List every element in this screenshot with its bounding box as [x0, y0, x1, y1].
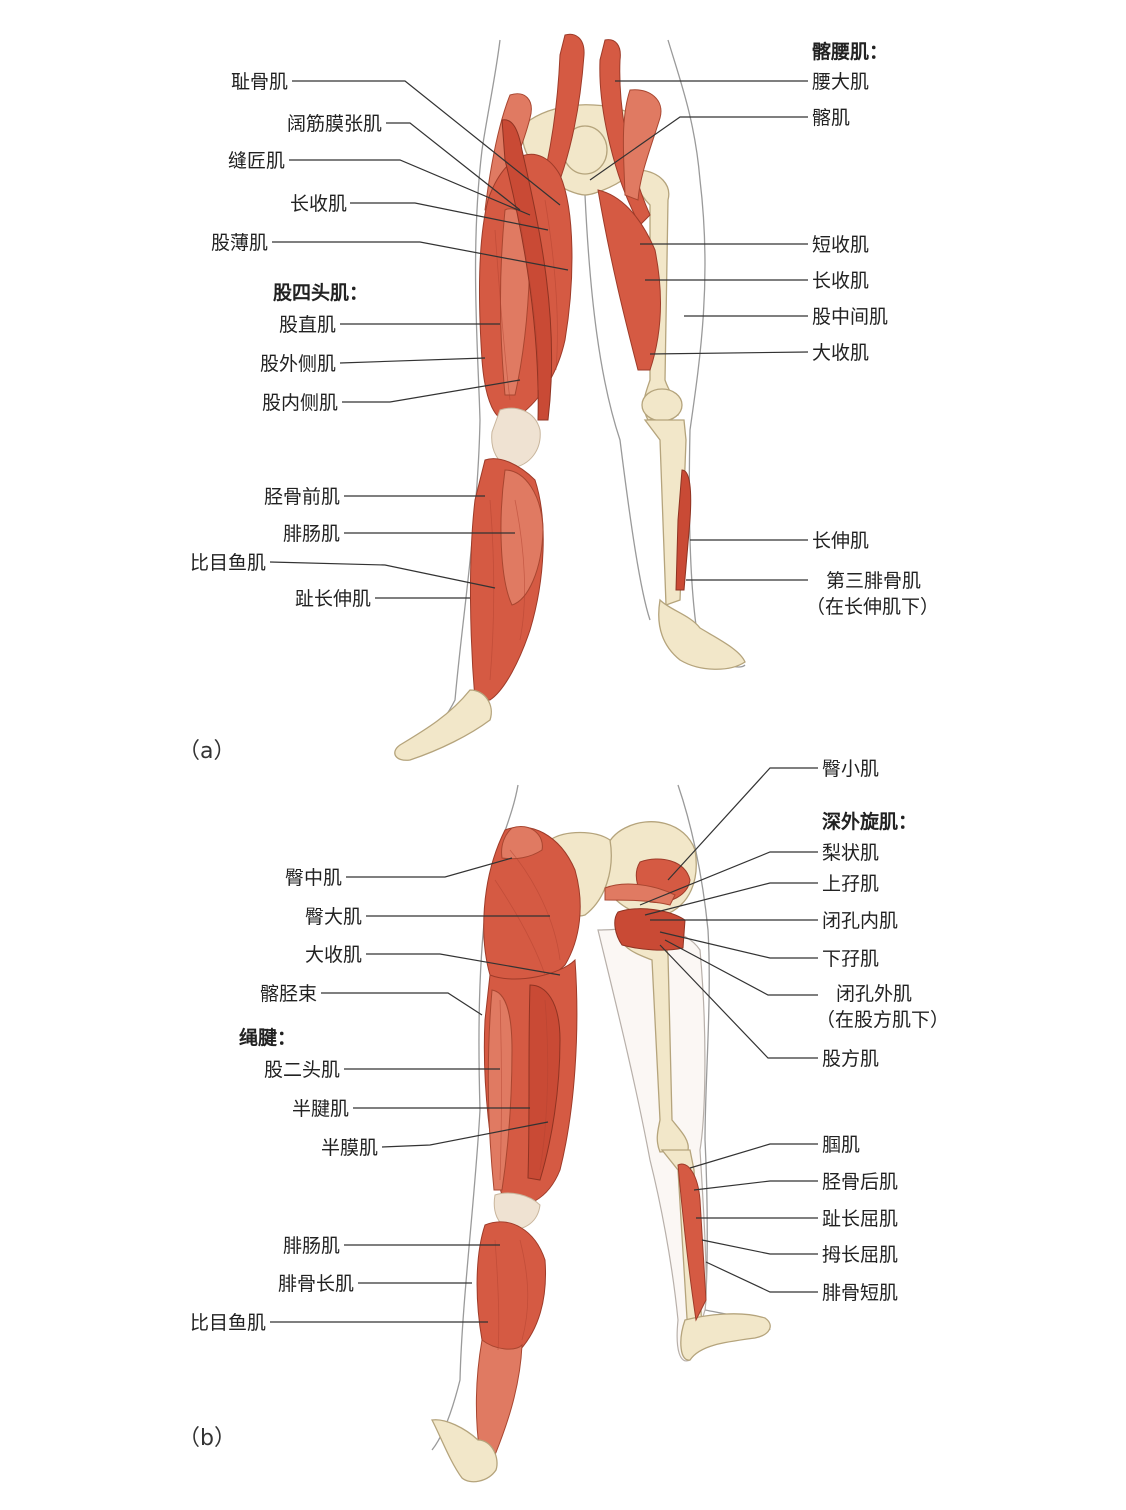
- fiber-line: [544, 199, 558, 371]
- front-left-labels: 耻骨肌 阔筋膜张肌 缝匠肌 长收肌 股薄肌 股四头肌： 股直肌 股外侧肌 股内侧…: [190, 71, 382, 610]
- label-gastrocnemius-back: 腓肠肌: [283, 1235, 340, 1257]
- label-adductor-magnus-front: 大收肌: [812, 342, 869, 364]
- label-obturator-externus: 闭孔外肌: [836, 983, 912, 1005]
- front-patella: [641, 388, 683, 422]
- label-it-band: 髂胫束: [260, 983, 317, 1005]
- label-gastrocnemius-front: 腓肠肌: [283, 523, 340, 545]
- label-vastus-intermedius: 股中间肌: [812, 306, 888, 328]
- label-glute-med: 臀中肌: [285, 867, 342, 889]
- label-soleus-back: 比目鱼肌: [190, 1312, 266, 1334]
- label-peroneus-brevis: 腓骨短肌: [822, 1282, 898, 1304]
- fiber-line: [514, 499, 525, 641]
- front-tibia: [643, 419, 687, 606]
- back-calf: [476, 1221, 547, 1360]
- label-soleus-front: 比目鱼肌: [190, 552, 266, 574]
- front-iliacus-right: [622, 89, 662, 201]
- label-gemellus-inferior: 下孖肌: [822, 948, 879, 970]
- fiber-line: [519, 1239, 529, 1341]
- fiber-line: [494, 1239, 500, 1351]
- front-foot-left: [394, 689, 492, 761]
- back-biceps-femoris: [487, 989, 513, 1191]
- label-piriformis: 梨状肌: [822, 842, 879, 864]
- back-glute-max: [483, 826, 581, 985]
- back-glute-med: [501, 826, 543, 860]
- label-gemellus-superior: 上孖肌: [822, 873, 879, 895]
- label-adductor-brevis: 短收肌: [812, 234, 869, 256]
- front-view-figure: [394, 33, 746, 761]
- front-ext-longus-right: [675, 469, 692, 591]
- label-gracilis: 股薄肌: [211, 232, 268, 254]
- label-tibialis-posterior: 胫骨后肌: [822, 1171, 898, 1193]
- back-soleus-area: [475, 1339, 523, 1456]
- back-view-figure: [430, 784, 771, 1483]
- back-knee-left: [493, 1192, 541, 1231]
- label-psoas-major: 腰大肌: [812, 71, 869, 93]
- label-pubic: 耻骨肌: [231, 71, 288, 93]
- label-biceps-femoris: 股二头肌: [264, 1059, 340, 1081]
- front-inner-leg-outline: [584, 194, 651, 621]
- label-vastus-medialis: 股内侧肌: [262, 392, 338, 414]
- fiber-line: [494, 879, 546, 976]
- label-quadratus-femoris: 股方肌: [822, 1048, 879, 1070]
- label-hamstrings-heading: 绳腱：: [239, 1026, 296, 1049]
- label-iliacus: 髂肌: [812, 107, 850, 129]
- label-tibialis-anterior: 胫骨前肌: [264, 486, 340, 508]
- back-piriformis: [604, 883, 676, 906]
- panel-label-b: （b）: [178, 1426, 236, 1451]
- front-right-labels: 髂腰肌： 腰大肌 髂肌 短收肌 长收肌 股中间肌 大收肌 长伸肌 第三腓骨肌 （…: [806, 40, 939, 618]
- fiber-line: [494, 229, 511, 401]
- fiber-line: [539, 999, 549, 1171]
- back-deep-calf: [677, 1163, 707, 1322]
- front-left-leaders: [269, 80, 569, 599]
- back-body-outline-right: [677, 784, 771, 1331]
- label-popliteus: 腘肌: [822, 1134, 860, 1156]
- label-semimembranosus: 半膜肌: [321, 1137, 378, 1159]
- label-glute-min: 臀小肌: [822, 758, 879, 780]
- back-right-leaders: [639, 767, 818, 1293]
- front-foot-right: [658, 598, 746, 670]
- label-vastus-lateralis: 股外侧肌: [260, 353, 336, 375]
- label-flexor-digitorum-longus: 趾长屈肌: [822, 1208, 898, 1230]
- label-flexor-hallucis-longus: 拇长屈肌: [822, 1244, 898, 1266]
- back-right-labels: 臀小肌 深外旋肌： 梨状肌 上孖肌 闭孔内肌 下孖肌 闭孔外肌 （在股方肌下） …: [816, 758, 949, 1304]
- back-right-leg-skin: [597, 927, 707, 1362]
- label-peroneus-longus: 腓骨长肌: [278, 1273, 354, 1295]
- front-body-outline: [399, 39, 501, 756]
- back-foot-left: [430, 1419, 498, 1483]
- label-quadriceps-heading: 股四头肌：: [273, 282, 368, 304]
- label-rectus-femoris: 股直肌: [279, 314, 336, 336]
- back-left-labels: 臀中肌 臀大肌 大收肌 髂胫束 绳腱： 股二头肌 半腱肌 半膜肌 腓肠肌 腓骨长…: [190, 867, 378, 1334]
- fiber-line: [489, 499, 495, 681]
- label-obturator-internus: 闭孔内肌: [822, 910, 898, 932]
- front-knee-left: [491, 407, 541, 469]
- label-obturator-externus-note: （在股方肌下）: [816, 1009, 949, 1031]
- fiber-line: [509, 849, 561, 961]
- label-glute-max: 臀大肌: [305, 906, 362, 928]
- label-peroneus-tertius-note: （在长伸肌下）: [806, 596, 939, 618]
- label-sartorius: 缝匠肌: [228, 150, 285, 172]
- back-left-leaders: [270, 857, 561, 1323]
- label-deep-rotators-heading: 深外旋肌：: [822, 810, 917, 833]
- label-ext-digitorum-longus: 趾长伸肌: [295, 588, 371, 610]
- back-foot-right: [680, 1313, 771, 1361]
- panel-label-a: （a）: [178, 739, 235, 764]
- fiber-line: [499, 999, 502, 1181]
- front-adductors-right: [597, 189, 661, 371]
- front-right-leaders: [589, 80, 809, 581]
- label-tfl: 阔筋膜张肌: [287, 113, 382, 135]
- label-iliopsoas-heading: 髂腰肌：: [812, 40, 888, 63]
- back-rotators: [614, 908, 686, 951]
- front-gastrocnemius-left: [500, 469, 544, 606]
- label-adductor-longus-right: 长收肌: [812, 270, 869, 292]
- label-adductor-magnus-back: 大收肌: [305, 944, 362, 966]
- label-adductor-longus-front: 长收肌: [290, 193, 347, 215]
- label-semitendinosus: 半腱肌: [292, 1098, 349, 1120]
- front-sartorius: [501, 119, 553, 421]
- back-semitendinosus: [527, 984, 561, 1181]
- label-ext-longus: 长伸肌: [812, 530, 869, 552]
- fiber-line: [519, 219, 539, 391]
- label-peroneus-tertius: 第三腓骨肌: [826, 570, 921, 592]
